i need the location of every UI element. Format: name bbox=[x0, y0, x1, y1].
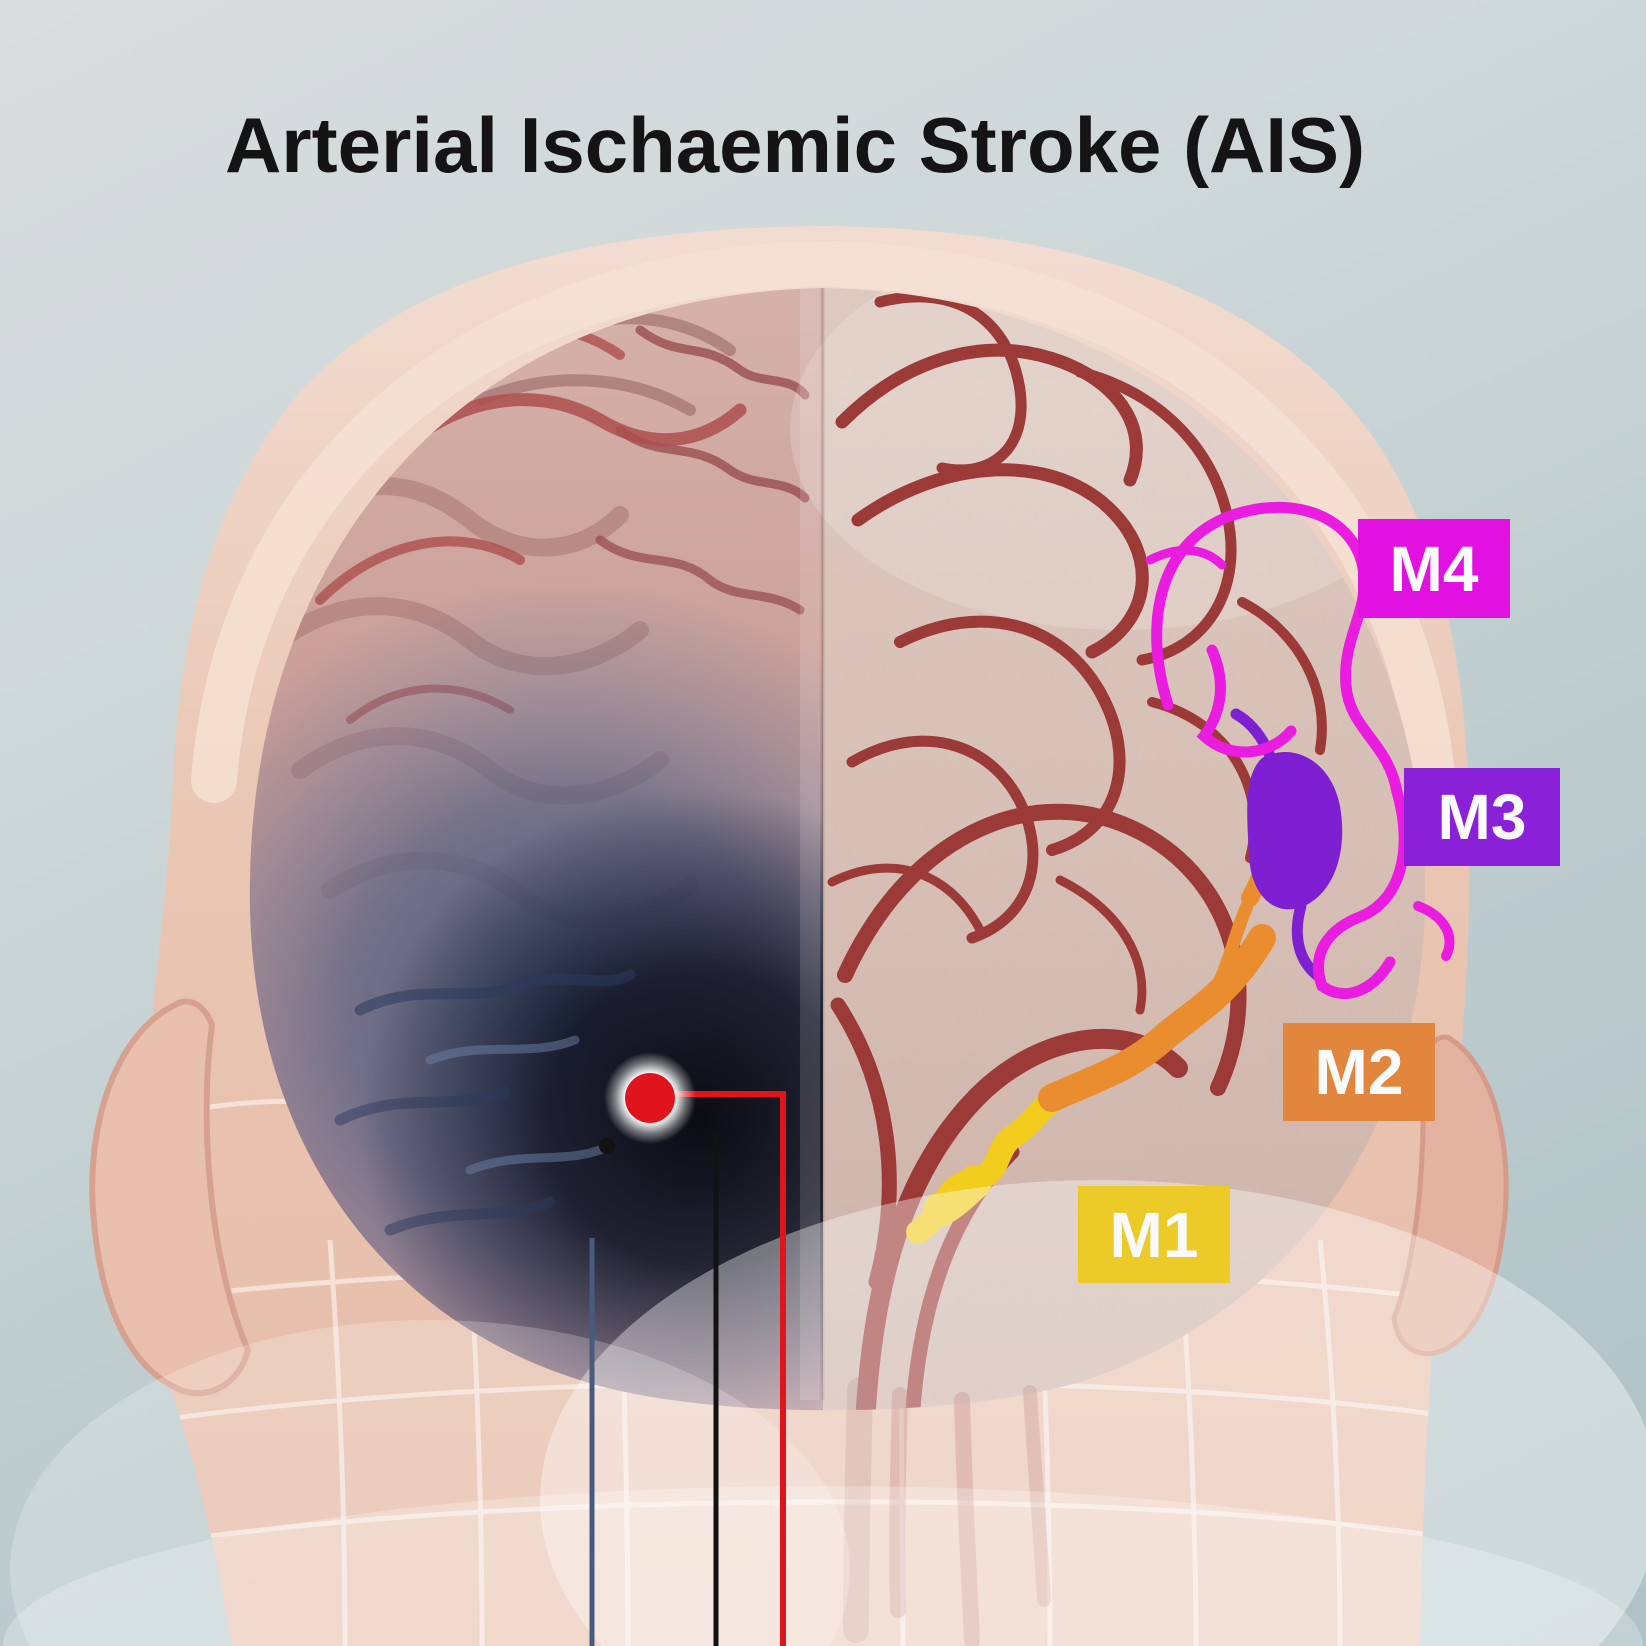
segment-m4-highlight bbox=[1145, 501, 1455, 1000]
segment-m1-highlight bbox=[906, 1086, 1068, 1244]
red-leader-line bbox=[662, 1091, 786, 1646]
label-m1: M1 bbox=[1078, 1186, 1230, 1283]
fog-overlay bbox=[3, 1180, 1646, 1646]
left-ear bbox=[89, 998, 252, 1397]
annotations bbox=[589, 1052, 786, 1646]
label-m3: M3 bbox=[1404, 768, 1560, 866]
label-m2: M2 bbox=[1283, 1023, 1435, 1121]
mca-segments bbox=[906, 501, 1455, 1244]
neck-vessels bbox=[843, 1377, 1051, 1646]
skull-rim bbox=[191, 240, 1455, 803]
black-anchor-dot bbox=[599, 1138, 615, 1154]
label-m4: M4 bbox=[1358, 519, 1510, 618]
segment-m3-highlight bbox=[1230, 708, 1343, 982]
page-title: Arterial Ischaemic Stroke (AIS) bbox=[224, 101, 1366, 189]
occlusion-site-marker bbox=[625, 1073, 675, 1123]
blue-gyri bbox=[334, 969, 636, 1236]
